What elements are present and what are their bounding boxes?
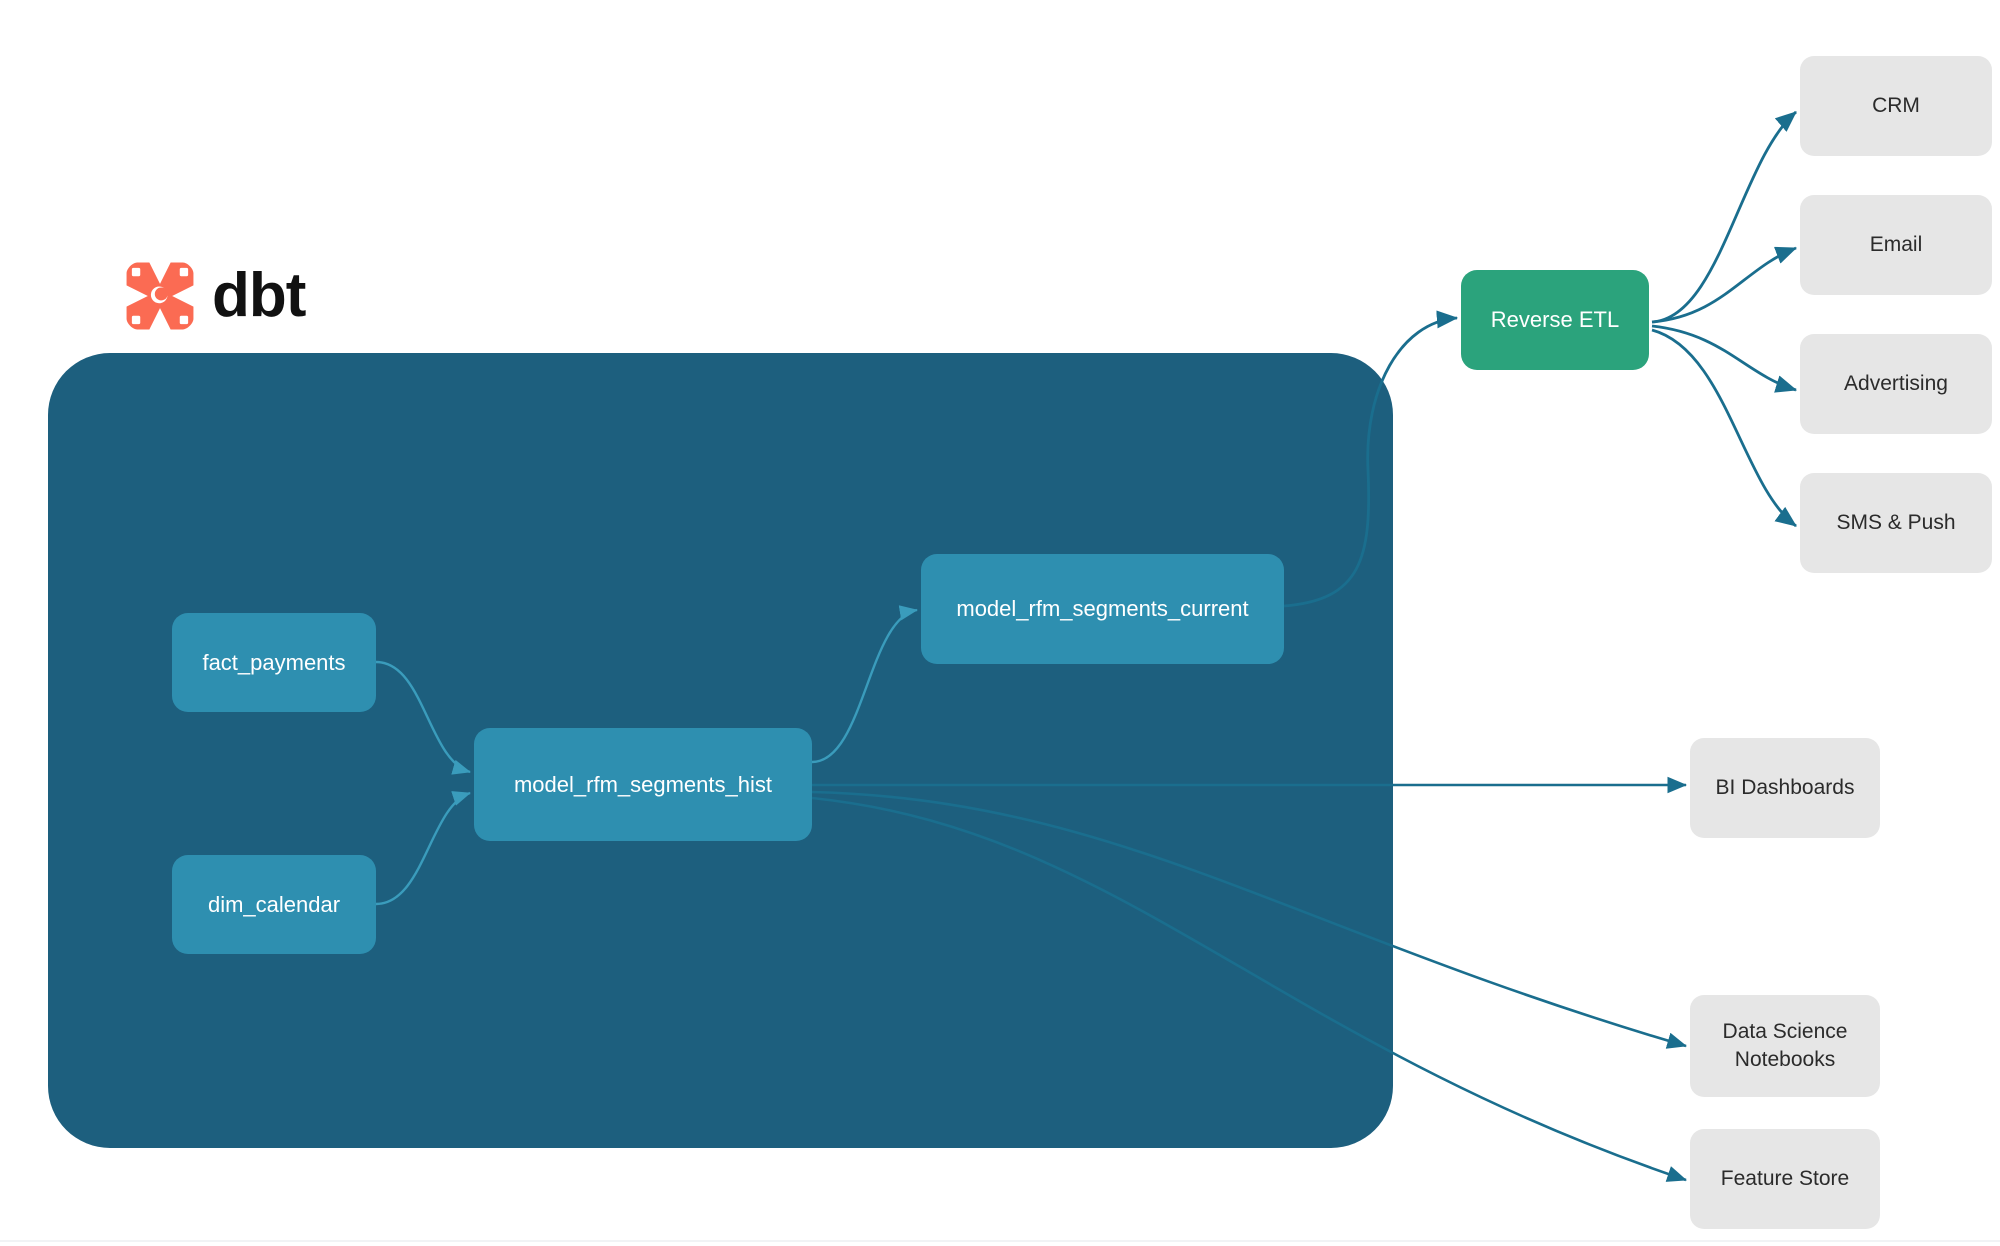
node-label: Reverse ETL (1490, 307, 1620, 332)
node-label: Data Science Notebooks (1723, 1018, 1848, 1075)
node-label: BI Dashboards (1715, 775, 1855, 799)
edge-reverse-etl-to-sms-push (1651, 328, 1797, 528)
node-label: Feature Store (1720, 1166, 1850, 1190)
node-sms-push[interactable]: SMS & Push (1800, 473, 1992, 573)
node-label-line-2: Notebooks (1734, 1048, 1836, 1071)
node-label: model_rfm_segments_hist (513, 771, 772, 797)
node-label: Advertising (1844, 371, 1948, 395)
node-feature-store[interactable]: Feature Store (1690, 1129, 1880, 1229)
node-data-science-notebooks[interactable]: Data Science Notebooks (1690, 995, 1880, 1097)
edge-reverse-etl-to-advertising (1651, 324, 1798, 393)
node-advertising[interactable]: Advertising (1800, 334, 1992, 434)
node-dim-calendar[interactable]: dim_calendar (172, 855, 376, 954)
node-reverse-etl[interactable]: Reverse ETL (1461, 270, 1649, 370)
node-model-rfm-segments-current[interactable]: model_rfm_segments_current (921, 554, 1284, 664)
node-label: model_rfm_segments_current (956, 596, 1249, 621)
edge-reverse-etl-to-crm (1651, 110, 1797, 324)
node-label: fact_payments (202, 649, 346, 675)
node-label: SMS & Push (1836, 510, 1956, 534)
node-email[interactable]: Email (1800, 195, 1992, 295)
edge-reverse-etl-to-email (1651, 246, 1798, 324)
dbt-mark-icon (126, 262, 194, 330)
node-crm[interactable]: CRM (1800, 56, 1992, 156)
node-bi-dashboards[interactable]: BI Dashboards (1690, 738, 1880, 838)
dbt-wordmark: dbt (212, 261, 306, 330)
dbt-logo: dbt (122, 258, 306, 334)
node-label: dim_calendar (207, 891, 341, 917)
page-bottom-rule (0, 1240, 2000, 1242)
node-label-line-1: Data Science (1722, 1019, 1848, 1043)
node-label: CRM (1872, 93, 1920, 117)
node-label: Email (1869, 232, 1923, 256)
node-fact-payments[interactable]: fact_payments (172, 613, 376, 712)
node-model-rfm-segments-hist[interactable]: model_rfm_segments_hist (474, 728, 812, 841)
